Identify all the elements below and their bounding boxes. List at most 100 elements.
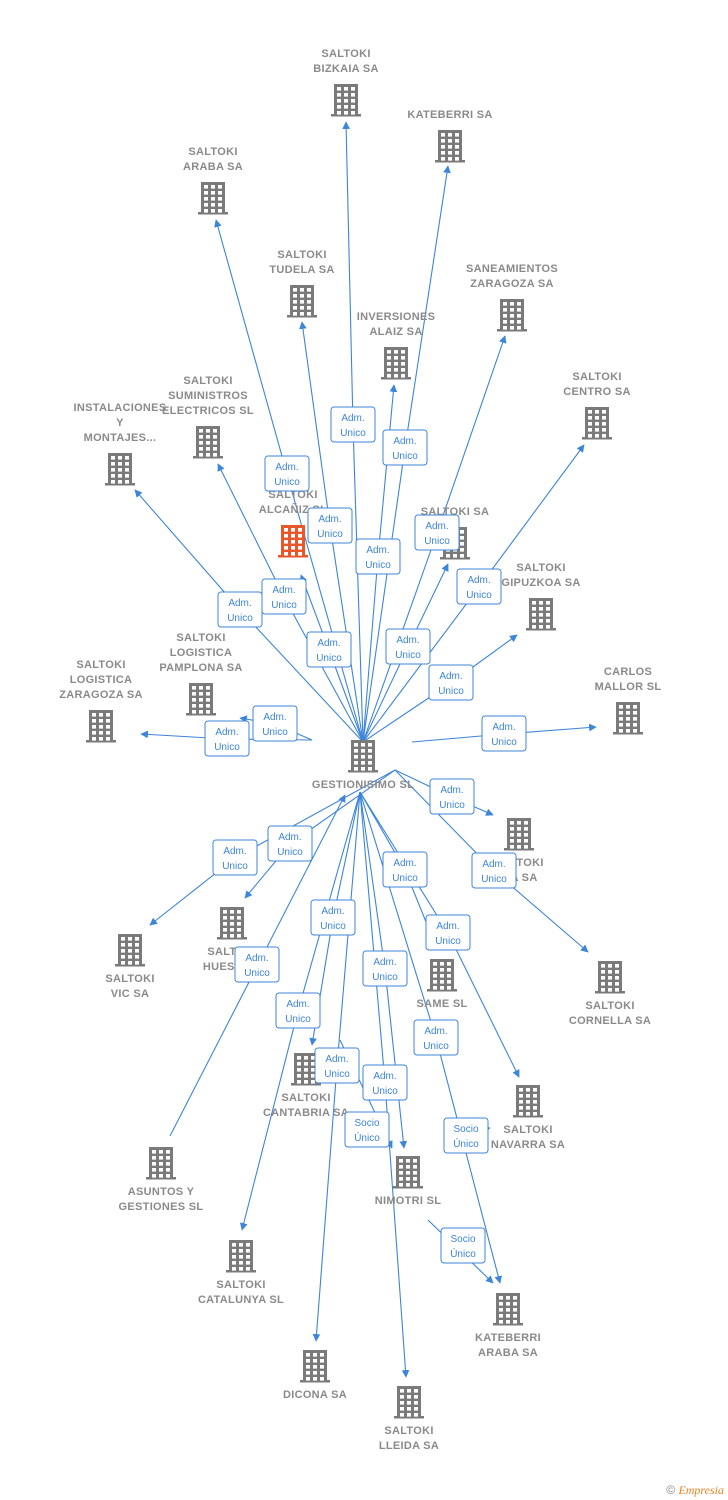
building-window <box>92 713 96 717</box>
edge-label-araba[interactable]: Adm.Unico <box>264 455 310 492</box>
building-base <box>435 160 465 163</box>
company-instalaciones-icon[interactable] <box>105 453 135 486</box>
company-logzaragoza-icon[interactable] <box>86 710 116 743</box>
company-catalunya-label: CATALUNYA SL <box>198 1294 284 1306</box>
edge-label-alcaniz[interactable]: Adm.Unico <box>306 631 352 668</box>
company-catalunya-icon[interactable] <box>226 1240 256 1273</box>
company-cornella-icon[interactable] <box>595 961 625 994</box>
company-centro-icon[interactable] <box>582 407 612 440</box>
building-base <box>86 740 116 743</box>
building-window <box>368 749 372 753</box>
edge-label-instalaciones[interactable]: Adm.Unico <box>217 591 263 628</box>
building-window <box>125 456 129 460</box>
company-saneamientos-icon[interactable] <box>497 299 527 332</box>
building-window <box>539 619 543 623</box>
building-window <box>232 1249 236 1253</box>
edge-label-cornella[interactable]: Adm.Unico <box>471 852 517 889</box>
building-window <box>320 1371 324 1375</box>
edge-label-text: Unico <box>274 477 300 488</box>
edge-label-saltokiXa[interactable]: Adm.Unico <box>429 778 475 815</box>
edge-label-nimotri[interactable]: Adm.Unico <box>362 950 408 987</box>
edge-label-dicona[interactable]: Adm.Unico <box>314 1047 360 1084</box>
company-alaiz-icon[interactable] <box>381 347 411 380</box>
edge-label-tudela[interactable]: Adm.Unico <box>307 507 353 544</box>
edge-label-centro[interactable]: Adm.Unico <box>456 568 502 605</box>
edge-label-catalunya[interactable]: Adm.Unico <box>275 992 321 1029</box>
company-gipuzkoa-icon[interactable] <box>526 598 556 631</box>
company-carlos-icon[interactable] <box>613 702 643 735</box>
edge-label-text: Unico <box>466 590 492 601</box>
company-bizkaia-label: BIZKAIA SA <box>313 63 379 75</box>
edge-label-box <box>385 628 431 665</box>
edge-label-suministros[interactable]: Adm.Unico <box>261 578 307 615</box>
edge-label-logpamplona[interactable]: Adm.Unico <box>252 705 298 742</box>
company-same-icon[interactable] <box>427 959 457 992</box>
edge-label-text: Adm. <box>317 638 340 649</box>
edge-label-carlos[interactable]: Adm.Unico <box>481 715 527 752</box>
company-alcaniz-icon[interactable] <box>278 525 308 558</box>
building-window <box>304 1068 308 1072</box>
company-vic-icon[interactable] <box>115 934 145 967</box>
edge-label-text: Adm. <box>439 671 462 682</box>
building-window <box>297 1056 301 1060</box>
edge-label-alaiz[interactable]: Adm.Unico <box>355 538 401 575</box>
building-window <box>213 435 217 439</box>
center-node-gestionisimo-icon[interactable] <box>348 740 378 773</box>
building-window <box>166 1156 170 1160</box>
company-katebarraba-label: ARABA SA <box>478 1347 538 1359</box>
company-suministros-label: SUMINISTROS <box>168 390 248 402</box>
company-huesca-icon[interactable] <box>217 907 247 940</box>
edge-label-huesca[interactable]: Adm.Unico <box>267 825 313 862</box>
building-window <box>361 767 365 771</box>
company-katebarraba-icon[interactable] <box>493 1293 523 1326</box>
company-dicona-icon[interactable] <box>300 1350 330 1383</box>
building-window <box>284 528 288 532</box>
building-window <box>532 625 536 629</box>
building-window <box>300 300 304 304</box>
edge-label-text: Unico <box>481 874 507 885</box>
edge-label-navarra[interactable]: Adm.Unico <box>425 914 471 951</box>
edge-label-asuntos[interactable]: Adm.Unico <box>234 946 280 983</box>
company-navarra-icon[interactable] <box>513 1085 543 1118</box>
edge-label-katebarraba[interactable]: Adm.Unico <box>413 1019 459 1056</box>
company-lleida-icon[interactable] <box>394 1386 424 1419</box>
company-asuntos-icon[interactable] <box>146 1147 176 1180</box>
building-window <box>455 133 459 137</box>
company-alaiz-label: ALAIZ SA <box>369 326 422 338</box>
edge-label-text: Unico <box>365 560 391 571</box>
company-logpamplona-icon[interactable] <box>186 683 216 716</box>
building-window <box>300 294 304 298</box>
edge-label-saltokisa[interactable]: Adm.Unico <box>385 628 431 665</box>
company-kateberri-icon[interactable] <box>435 130 465 163</box>
company-saltokiXa-icon[interactable] <box>504 818 534 851</box>
company-cantabria-icon[interactable] <box>291 1053 321 1086</box>
building-window <box>166 1174 170 1178</box>
building-window <box>615 970 619 974</box>
company-tudela-icon[interactable] <box>287 285 317 318</box>
company-nimotri-icon[interactable] <box>393 1156 423 1189</box>
edge-label-bizkaia[interactable]: Adm.Unico <box>330 406 376 443</box>
edge-label-kateberri[interactable]: Adm.Unico <box>382 429 428 466</box>
company-araba-icon[interactable] <box>198 182 228 215</box>
building-window <box>413 1159 417 1163</box>
edge-label-saneamientos[interactable]: Adm.Unico <box>414 514 460 551</box>
building-base <box>394 1416 424 1419</box>
edge-label-lleida[interactable]: Adm.Unico <box>362 1064 408 1101</box>
company-bizkaia-icon[interactable] <box>331 84 361 117</box>
building-window <box>608 964 612 968</box>
building-window <box>455 157 459 161</box>
edge-label-same[interactable]: Adm.Unico <box>382 851 428 888</box>
edge-label-box <box>355 538 401 575</box>
edge-label-vic[interactable]: Adm.Unico <box>212 839 258 876</box>
building-window <box>595 416 599 420</box>
company-suministros-icon[interactable] <box>193 426 223 459</box>
edge-label-logzaragoza[interactable]: Adm.Unico <box>204 720 250 757</box>
edge-label-gipuzkoa[interactable]: Adm.Unico <box>428 664 474 701</box>
footer-brand[interactable]: © Empresia <box>666 1483 724 1498</box>
edge-label-cantabria[interactable]: Adm.Unico <box>310 899 356 936</box>
company-navarra-label: SALTOKI <box>503 1124 552 1136</box>
building-window <box>433 962 437 966</box>
